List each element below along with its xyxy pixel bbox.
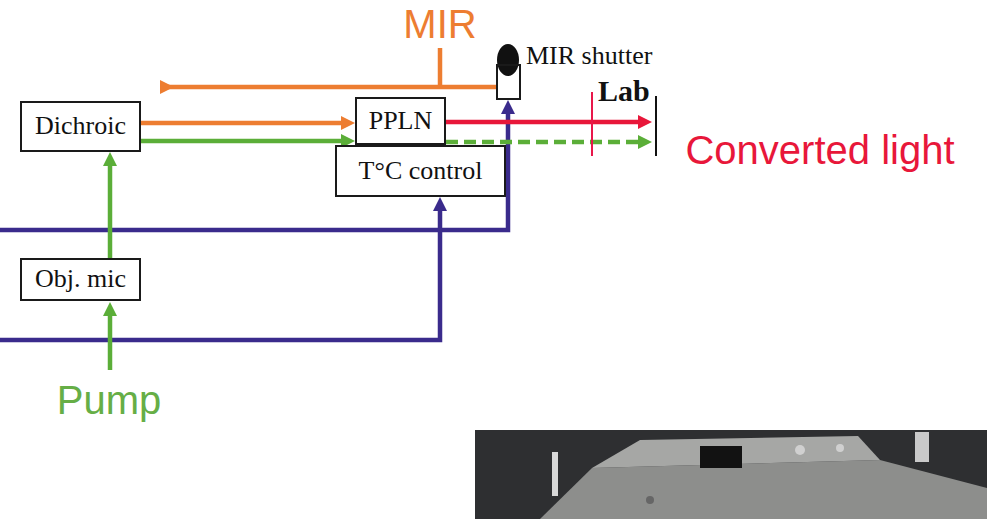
crystal-box: PPLN — [355, 97, 446, 145]
control-line — [0, 211, 440, 340]
node-text: Obj. mic — [35, 265, 126, 294]
input-label: Pump — [44, 378, 174, 422]
process-box: T°C control — [335, 145, 506, 197]
top-plate — [592, 436, 880, 468]
mir-beam — [141, 121, 341, 126]
pump-beam — [108, 316, 113, 370]
screw — [646, 496, 654, 504]
tube — [552, 452, 558, 496]
filter-line — [591, 92, 593, 156]
node-text: PPLN — [369, 107, 433, 136]
screw — [795, 445, 805, 455]
converted-beam — [446, 120, 638, 125]
node-text: T°C control — [359, 157, 483, 186]
region-label: Lab — [598, 74, 652, 107]
output-label: Converted light — [662, 120, 978, 180]
setup-photo — [475, 430, 987, 519]
residual-pump-beam — [446, 140, 638, 145]
process-box: Dichroic — [20, 101, 141, 152]
process-box: Obj. mic — [20, 258, 141, 301]
mir-input-line — [438, 48, 443, 87]
mount-post — [915, 432, 929, 462]
base-plate — [540, 460, 987, 519]
shutter-box: MIR shutter — [496, 64, 521, 100]
mir-beam — [160, 85, 496, 90]
component-block — [700, 446, 742, 468]
lab-boundary-line — [655, 96, 657, 156]
node-text: MIR shutter — [526, 42, 652, 71]
photo-background — [475, 430, 987, 519]
screw — [836, 444, 844, 452]
shutter-blade — [497, 44, 519, 76]
node-text: Dichroic — [35, 112, 126, 141]
beam-label: MIR — [390, 2, 490, 46]
pump-beam — [141, 139, 341, 144]
pump-beam — [108, 166, 113, 258]
